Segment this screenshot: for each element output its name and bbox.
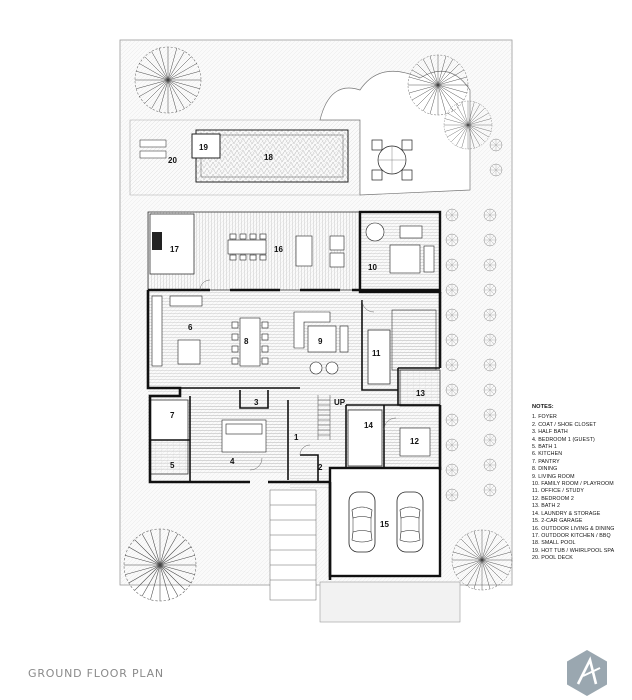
legend-item: 2. COAT / SHOE CLOSET [532,421,597,428]
legend-item: 20. POOL DECK [532,555,573,562]
room-number: 16 [274,245,283,254]
legend-item: 10. FAMILY ROOM / PLAYROOM [532,481,614,488]
notes-heading: NOTES: [532,404,554,410]
room-number: 20 [168,156,177,165]
pool [139,129,349,183]
legend-item: 5. BATH 1 [532,444,557,451]
room-number: 9 [318,337,323,346]
room-number: 15 [380,520,389,529]
room-number: 8 [244,337,249,346]
room-number: 2 [318,463,323,472]
plan-title: GROUND FLOOR PLAN [28,667,164,680]
room-number: 10 [368,263,377,272]
legend-item: 11. OFFICE / STUDY [532,488,585,495]
room-number: 1 [294,433,299,442]
room-number: 19 [199,143,208,152]
legend-item: 4. BEDROOM 1 (GUEST) [532,436,595,443]
legend-item: 17. OUTDOOR KITCHEN / BBQ [532,532,611,539]
patio-table [371,139,413,181]
legend-item: 6. KITCHEN [532,451,563,458]
exterior-walls [146,288,442,580]
legend-item: 12. BEDROOM 2 [532,495,574,502]
legend-item: 19. HOT TUB / WHIRLPOOL SPA [532,547,615,554]
room-number: 14 [364,421,373,430]
room-number: 18 [264,153,273,162]
stair-up-label: UP [334,398,346,407]
interior-walls [150,300,440,482]
room-number: 7 [170,411,175,420]
legend-item: 9. LIVING ROOM [532,473,575,480]
legend-item: 8. DINING [532,466,558,473]
legend-item: 15. 2-CAR GARAGE [532,518,583,525]
logo-icon [567,650,607,696]
room-number: 11 [372,349,381,358]
room-number: 6 [188,323,193,332]
legend-item: 3. HALF BATH [532,429,568,436]
room-number: 5 [170,461,175,470]
room-number: 12 [410,437,419,446]
room-numbers: 1 2 3 4 5 6 7 8 9 10 11 12 13 14 15 16 1… [168,143,425,529]
legend-item: 7. PANTRY [532,458,560,465]
room-number: 13 [416,389,425,398]
legend-item: 13. BATH 2 [532,503,560,510]
room-number: 4 [230,457,235,466]
room-number: 3 [254,398,259,407]
legend-item: 18. SMALL POOL [532,540,576,547]
legend-item: 14. LAUNDRY & STORAGE [532,510,601,517]
legend-item: 16. OUTDOOR LIVING & DINING [532,525,615,532]
legend-item: 1. FOYER [532,414,557,421]
room-number: 17 [170,245,179,254]
